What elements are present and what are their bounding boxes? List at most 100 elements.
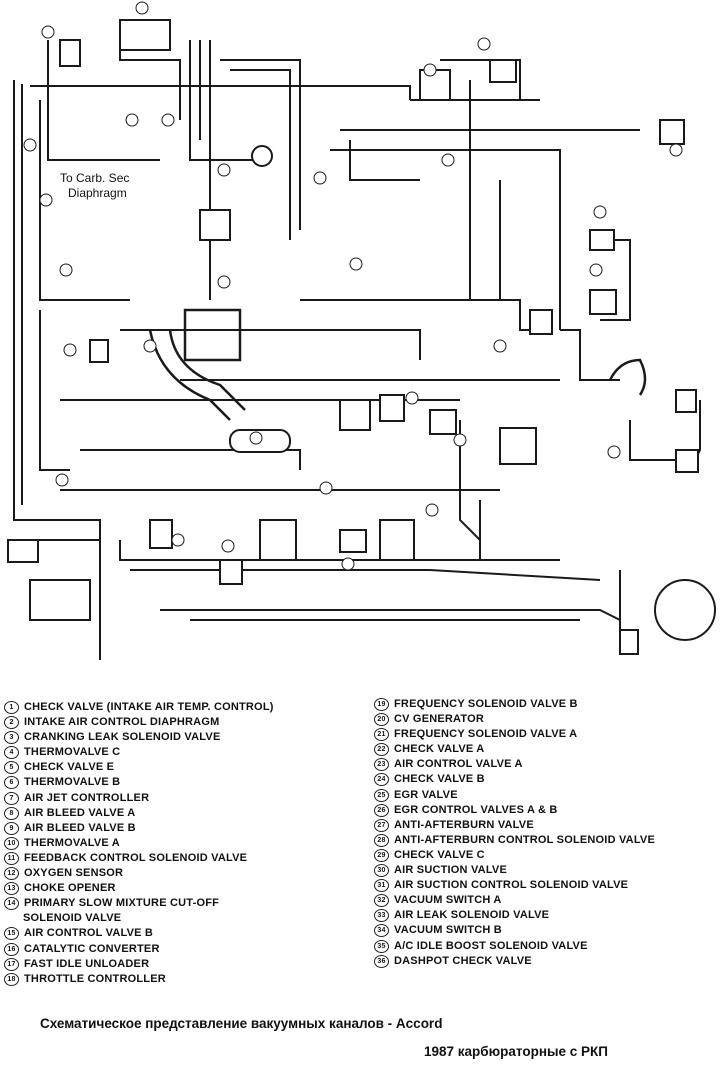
legend-item-label: OXYGEN SENSOR [24,867,124,880]
legend-item: 21 FREQUENCY SOLENOID VALVE A [374,727,718,742]
legend-item-label: ANTI-AFTERBURN VALVE [394,818,534,831]
legend-item-number: 16 [4,942,19,956]
legend-item-number: 19 [374,698,389,711]
legend-item-number: 24 [374,773,389,787]
legend-item-number: 14 [4,897,19,911]
diagram-caption-subtitle: 1987 карбюраторные с РКП [424,1044,608,1059]
legend-item: 11 FEEDBACK CONTROL SOLENOID VALVE [4,851,354,866]
legend-item-number: 22 [374,743,389,757]
legend-item-label: CRANKING LEAK SOLENOID VALVE [24,731,221,744]
legend-item-label: CHECK VALVE A [394,743,485,756]
legend-item-number: 28 [374,833,389,847]
legend-item-number: 34 [374,924,389,938]
legend-item-label: FAST IDLE UNLOADER [24,957,150,970]
legend-item: 32 VACUUM SWITCH A [374,893,718,908]
legend-item: 9 AIR BLEED VALVE B [4,821,354,836]
legend-item: 1 CHECK VALVE (INTAKE AIR TEMP. CONTROL) [4,700,354,715]
legend-item-number: 8 [4,806,19,820]
legend-item: SOLENOID VALVE [4,911,354,926]
legend-item-label: AIR BLEED VALVE B [24,821,136,834]
legend-item: 13 CHOKE OPENER [4,881,354,896]
legend-item: 24 CHECK VALVE B [374,772,718,787]
legend-item: 2 INTAKE AIR CONTROL DIAPHRAGM [4,715,354,730]
legend-item-label: A/C IDLE BOOST SOLENOID VALVE [394,939,588,952]
legend-item-number: 2 [4,716,19,730]
legend-item-label: AIR JET CONTROLLER [24,791,150,804]
legend-item-label: INTAKE AIR CONTROL DIAPHRAGM [24,716,220,729]
legend-item-number: 33 [374,909,389,923]
legend-item-number: 35 [374,939,389,953]
legend-item-label: CHECK VALVE (INTAKE AIR TEMP. CONTROL) [24,701,274,713]
legend-item-number: 9 [4,821,19,835]
legend-item-label: CATALYTIC CONVERTER [24,942,160,955]
legend-item-number: 7 [4,791,19,805]
legend-item-label: AIR BLEED VALVE A [24,806,136,819]
legend-item-number: 13 [4,882,19,896]
legend-item: 27 ANTI-AFTERBURN VALVE [374,818,718,833]
diagram-caption-title: Схематическое представление вакуумных ка… [40,1016,443,1031]
legend-item-number: 1 [4,701,19,714]
vacuum-hose-diagram: To Carb. Sec Diaphragm [7,1,716,660]
legend-item-label: SOLENOID VALVE [23,912,122,925]
legend-item-number: 36 [374,954,389,968]
legend-item-label: FREQUENCY SOLENOID VALVE A [394,728,578,741]
legend-item-label: CHECK VALVE B [394,773,485,786]
legend-left: 1 CHECK VALVE (INTAKE AIR TEMP. CONTROL) 2… [4,700,354,987]
label-to-carb-sec: To Carb. Sec [60,171,129,185]
legend-item-number: 32 [374,894,389,908]
label-diaphragm: Diaphragm [68,186,127,200]
legend-item-number: 30 [374,864,389,878]
legend-item-label: THERMOVALVE A [24,836,120,849]
legend-item: 23 AIR CONTROL VALVE A [374,757,718,772]
legend-item-number: 11 [4,851,19,865]
legend-item: 7 AIR JET CONTROLLER [4,791,354,806]
legend-item-number: 10 [4,836,19,850]
legend-item-label: EGR VALVE [394,788,458,801]
legend-item-number: 17 [4,957,19,971]
legend-item-number: 25 [374,788,389,802]
legend-item: 6 THERMOVALVE B [4,775,354,790]
legend-item-label: VACUUM SWITCH A [394,894,502,907]
legend-item-label: THERMOVALVE C [24,746,121,759]
legend-item-number: 18 [4,972,19,986]
legend-item: 17 FAST IDLE UNLOADER [4,957,354,972]
legend-item-label: AIR SUCTION CONTROL SOLENOID VALVE [394,879,629,892]
legend-item-label: AIR CONTROL VALVE B [24,927,154,940]
legend-item: 8 AIR BLEED VALVE A [4,806,354,821]
legend-item-label: AIR SUCTION VALVE [394,864,507,877]
legend-item: 12 OXYGEN SENSOR [4,866,354,881]
legend-item-label: EGR CONTROL VALVES A & B [394,803,558,816]
legend-item: 22 CHECK VALVE A [374,742,718,757]
legend-item-label: AIR CONTROL VALVE A [394,758,523,771]
legend-item: 4 THERMOVALVE C [4,745,354,760]
legend-item-number: 23 [374,758,389,772]
legend-item-label: CHOKE OPENER [24,882,116,895]
legend-item-number: 15 [4,927,19,941]
legend-item-label: CV GENERATOR [394,713,485,726]
legend-item-label: FREQUENCY SOLENOID VALVE B [394,698,578,710]
legend-item: 19 FREQUENCY SOLENOID VALVE B [374,697,718,712]
legend-item: 30 AIR SUCTION VALVE [374,863,718,878]
legend-item: 10 THERMOVALVE A [4,836,354,851]
legend-item-number: 6 [4,776,19,790]
legend-item: 25 EGR VALVE [374,788,718,803]
legend-item-number: 12 [4,867,19,881]
legend-item-label: THERMOVALVE B [24,776,121,789]
legend-item: 35 A/C IDLE BOOST SOLENOID VALVE [374,939,718,954]
legend-item-number: 21 [374,728,389,742]
legend-item-number: 27 [374,818,389,832]
legend-item-number: 4 [4,746,19,760]
legend-item-label: FEEDBACK CONTROL SOLENOID VALVE [24,851,248,864]
